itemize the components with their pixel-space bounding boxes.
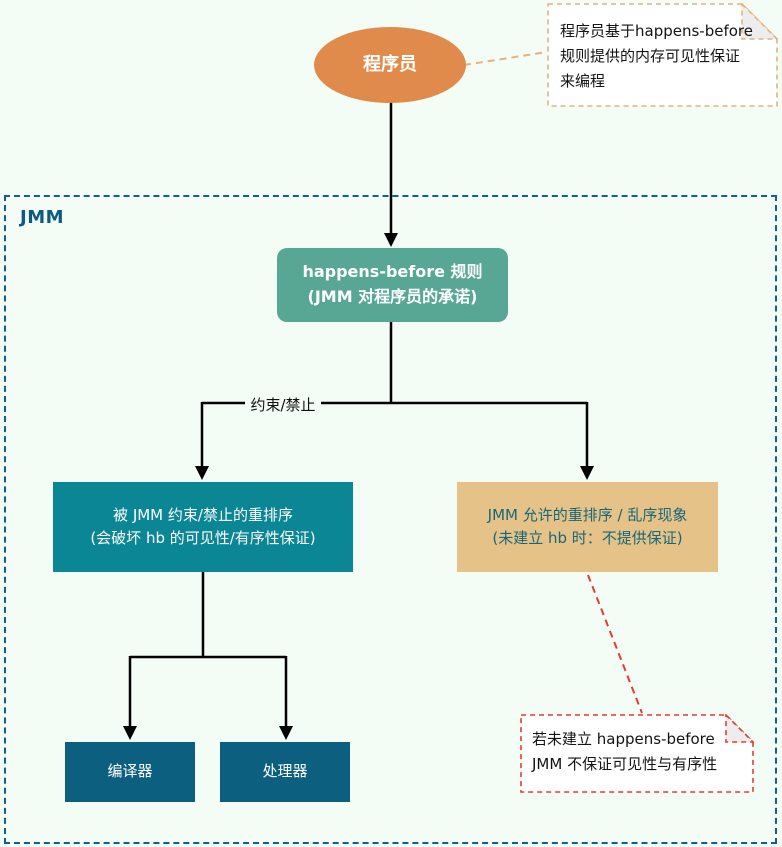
note-text: 若未建立 happens-before JMM 不保证可见性与有序性 bbox=[532, 730, 718, 773]
allowed-line1: JMM 允许的重排序 / 乱序现象 bbox=[487, 505, 688, 524]
hb-rule-line1: happens-before 规则 bbox=[302, 262, 483, 282]
processor-label: 处理器 bbox=[262, 762, 308, 781]
compiler-node: 编译器 bbox=[65, 742, 195, 802]
compiler-label: 编译器 bbox=[107, 762, 153, 781]
hb-rule-line2: (JMM 对程序员的承诺) bbox=[307, 287, 478, 306]
processor-node: 处理器 bbox=[220, 742, 350, 802]
jmm-group-label: JMM bbox=[20, 207, 65, 228]
note-shape bbox=[547, 3, 778, 107]
note-no-hb-guarantee: 若未建立 happens-before JMM 不保证可见性与有序性 bbox=[520, 714, 754, 793]
forbidden-reorder-node: 被 JMM 约束/禁止的重排序 (会破坏 hb 的可见性/有序性保证) bbox=[53, 482, 353, 572]
forbidden-line2: (会破坏 hb 的可见性/有序性保证) bbox=[90, 529, 316, 547]
constraint-edge-label: 约束/禁止 bbox=[245, 393, 321, 415]
note-text: 程序员基于happens-before 规则提供的内存可见性保证 来编程 bbox=[560, 22, 753, 90]
note-programmer-hb: 程序员基于happens-before 规则提供的内存可见性保证 来编程 bbox=[547, 3, 778, 107]
note-shape bbox=[520, 714, 754, 793]
allowed-reorder-node: JMM 允许的重排序 / 乱序现象 (未建立 hb 时：不提供保证) bbox=[457, 482, 718, 572]
connector-programmer-note bbox=[463, 51, 548, 66]
programmer-label: 程序员 bbox=[363, 54, 417, 76]
forbidden-line1: 被 JMM 约束/禁止的重排序 bbox=[113, 505, 293, 524]
happens-before-rule-node: happens-before 规则 (JMM 对程序员的承诺) bbox=[277, 248, 508, 322]
allowed-line2: (未建立 hb 时：不提供保证) bbox=[492, 529, 683, 547]
programmer-node: 程序员 bbox=[314, 27, 466, 103]
